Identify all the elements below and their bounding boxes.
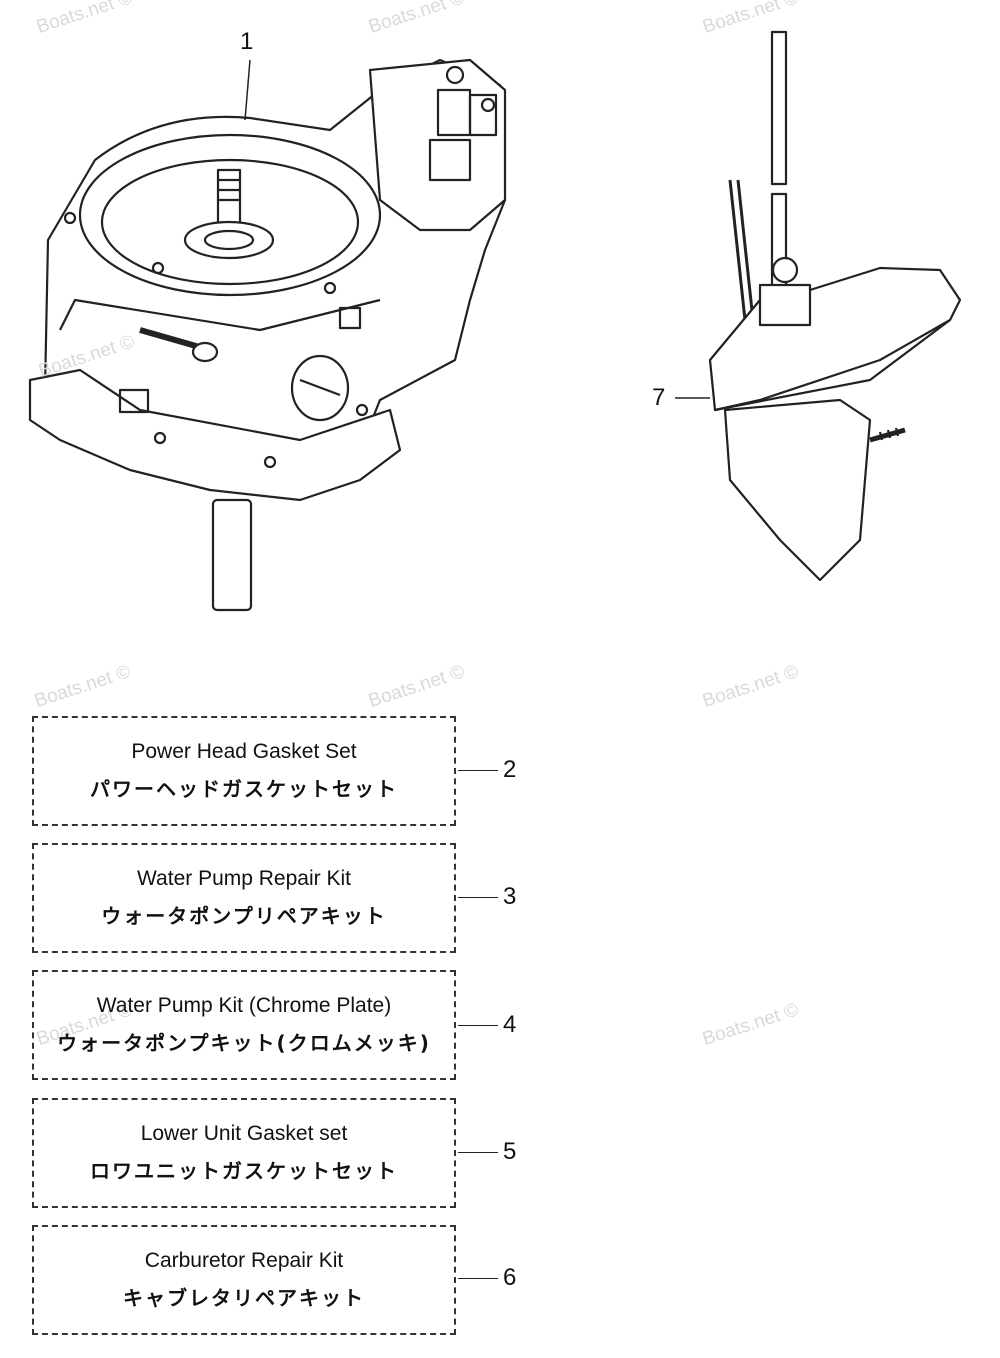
- callout-number-1: 1: [240, 28, 254, 55]
- leader-line: [458, 770, 498, 771]
- kit-box-water-pump-chrome: Water Pump Kit (Chrome Plate) ウォータポンプキット…: [32, 970, 456, 1080]
- kit-name-jp: ウォータポンプキット(クロムメッキ): [57, 1031, 431, 1055]
- kit-box-water-pump-repair: Water Pump Repair Kit ウォータポンプリペアキット: [32, 843, 456, 953]
- leader-line: [458, 897, 498, 898]
- kit-name-en: Carburetor Repair Kit: [144, 1249, 344, 1272]
- callout-leaders: [244, 59, 710, 399]
- kit-box-carburetor-repair: Carburetor Repair Kit キャブレタリペアキット: [32, 1225, 456, 1335]
- kit-name-jp: キャブレタリペアキット: [123, 1286, 365, 1310]
- lower-unit-drawing: [708, 30, 962, 582]
- callout-number-6: 6: [503, 1264, 517, 1291]
- kit-box-lower-unit-gasket: Lower Unit Gasket set ロワユニットガスケットセット: [32, 1098, 456, 1208]
- leader-line: [458, 1025, 498, 1026]
- leader-line: [458, 1278, 498, 1279]
- kit-name-jp: パワーヘッドガスケットセット: [90, 777, 398, 801]
- kit-name-jp: ロワユニットガスケットセット: [90, 1159, 398, 1183]
- kit-box-power-head-gasket: Power Head Gasket Set パワーヘッドガスケットセット: [32, 716, 456, 826]
- kit-name-en: Water Pump Kit (Chrome Plate): [96, 994, 392, 1017]
- kit-name-en: Water Pump Repair Kit: [137, 867, 351, 890]
- callout-number-5: 5: [503, 1138, 517, 1165]
- kit-name-en: Lower Unit Gasket set: [140, 1122, 348, 1145]
- callout-number-7: 7: [652, 384, 666, 411]
- callout-number-4: 4: [503, 1011, 517, 1038]
- power-head-drawing: [28, 58, 507, 612]
- kit-name-en: Power Head Gasket Set: [131, 740, 357, 763]
- leader-line: [458, 1152, 498, 1153]
- callout-number-3: 3: [503, 883, 517, 910]
- kit-name-jp: ウォータポンプリペアキット: [101, 904, 387, 928]
- callout-number-2: 2: [503, 756, 517, 783]
